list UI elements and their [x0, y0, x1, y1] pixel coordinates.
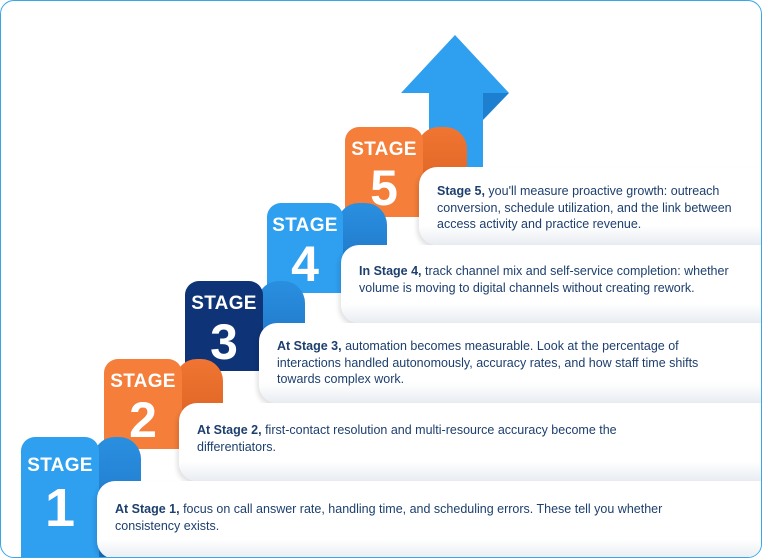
- stage-3-lead: At Stage 3,: [277, 339, 342, 353]
- stage-4-description: In Stage 4, track channel mix and self-s…: [359, 263, 731, 296]
- stage-4-strip: [341, 245, 761, 323]
- stage-2-word: STAGE: [110, 371, 176, 392]
- stage-5-text: you'll measure proactive growth: outreac…: [437, 184, 732, 231]
- stage-1-tab: STAGE 1: [21, 437, 99, 557]
- arrow-up-icon: [401, 35, 509, 175]
- stage-1-description: At Stage 1, focus on call answer rate, h…: [115, 501, 715, 534]
- stage-3-strip: [259, 323, 761, 403]
- stage-1-strip: [97, 481, 761, 557]
- stage-1-lead: At Stage 1,: [115, 502, 180, 516]
- stage-3-text: automation becomes measurable. Look at t…: [277, 339, 699, 386]
- stage-1-number: 1: [44, 478, 76, 538]
- stage-2-lead: At Stage 2,: [197, 423, 262, 437]
- stage-5-word: STAGE: [351, 139, 417, 160]
- stage-5-description: Stage 5, you'll measure proactive growth…: [437, 183, 737, 233]
- stage-2-text: first-contact resolution and multi-resou…: [197, 423, 617, 454]
- stage-4-number: 4: [291, 236, 319, 292]
- stage-3-number: 3: [210, 314, 238, 370]
- stage-3-tab: STAGE 3: [185, 281, 263, 371]
- stage-4-text: track channel mix and self-service compl…: [359, 264, 729, 295]
- stage-3-word: STAGE: [191, 293, 257, 314]
- stage-1-text: focus on call answer rate, handling time…: [115, 502, 663, 533]
- stage-3-description: At Stage 3, automation becomes measurabl…: [277, 338, 717, 388]
- stage-4-tab: STAGE 4: [267, 203, 343, 293]
- stage-1-word: STAGE: [27, 455, 93, 476]
- stage-5-strip: [419, 167, 761, 245]
- stage-2-tab: STAGE 2: [104, 359, 182, 449]
- stage-2-number: 2: [129, 392, 157, 448]
- stage-5-lead: Stage 5,: [437, 184, 485, 198]
- stage-2-strip: [179, 403, 761, 481]
- stage-2-description: At Stage 2, first-contact resolution and…: [197, 422, 677, 455]
- stage-4-word: STAGE: [272, 215, 338, 236]
- stage-4-lead: In Stage 4,: [359, 264, 422, 278]
